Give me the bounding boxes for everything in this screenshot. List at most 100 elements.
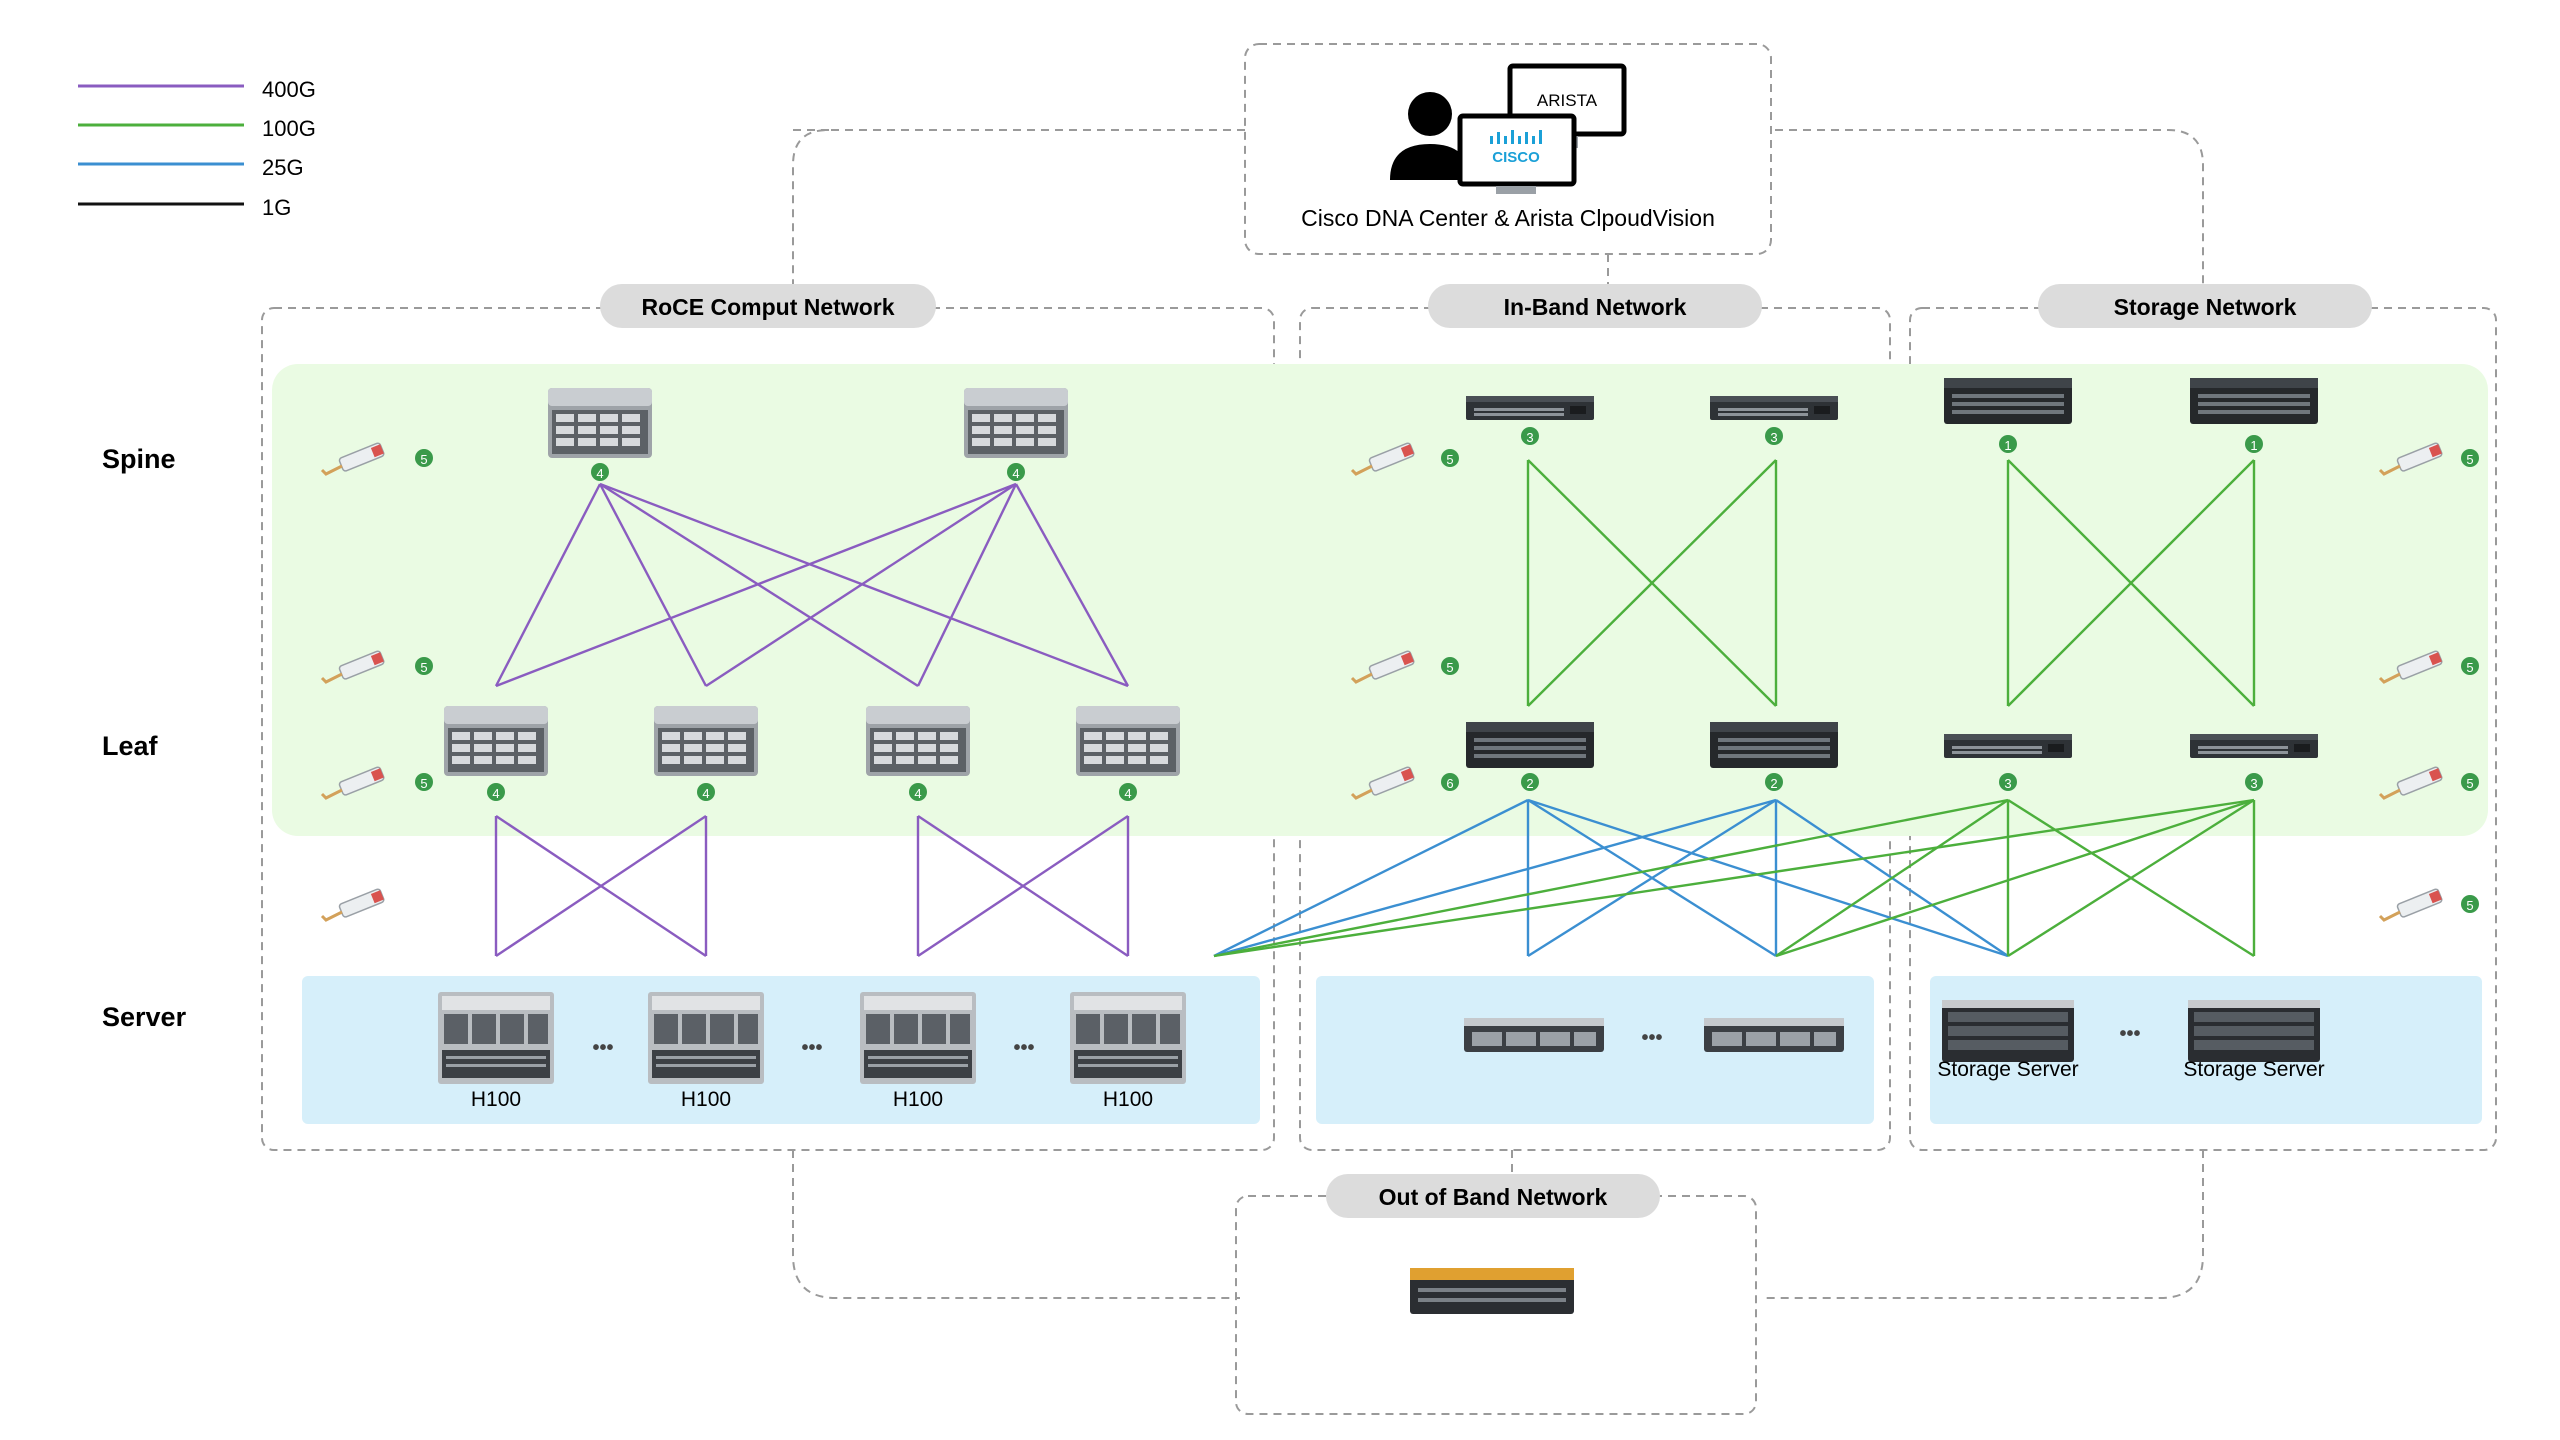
rack-server [1704,1018,1844,1052]
legend: 400G 100G 25G 1G [78,77,316,220]
roce-leaf-switch [866,706,970,776]
legend-label-400g: 400G [262,77,316,102]
inband-pill [1428,284,1762,328]
badge-roce-leaf-2: 4 [697,783,715,801]
management-title: Cisco DNA Center & Arista ClpoudVision [1301,205,1715,231]
svg-text:4: 4 [1124,786,1131,801]
roce-leaf-server-links [494,815,1130,957]
ellipsis: ••• [1013,1037,1034,1059]
badge-storage-spine-1: 1 [1999,435,2017,453]
storage-server-label: Storage Server [2183,1058,2324,1081]
transceiver-modules: 5 5 5 5 5 6 5 5 5 5 [320,440,2479,922]
gpu-server-label: H100 [471,1088,521,1111]
gpu-server [860,992,976,1084]
badge-roce-spine-1: 4 [591,463,609,481]
oob-switch [1410,1268,1574,1314]
badge-storage-spine-2: 1 [2245,435,2263,453]
oob-pill [1326,1174,1660,1218]
inband-spine-leaf-links [1526,459,1778,707]
roce-leaf-switch [444,706,548,776]
badge-storage-leaf-2: 3 [2245,773,2263,791]
roce-network-title: RoCE Comput Network [642,294,895,320]
storage-spine-leaf-links [2006,459,2256,707]
roce-spine-leaf-links [494,482,1130,688]
layer-label-leaf: Leaf [102,731,159,761]
fabric-zone [272,364,2488,836]
gpu-server-label: H100 [893,1088,943,1111]
transceiver-module-icon: 5 [2378,648,2479,684]
svg-text:2: 2 [1770,776,1777,791]
transceiver-module-icon: 5 [2378,764,2479,800]
transceiver-module-icon: 5 [2378,440,2479,476]
gpu-server-label: H100 [1103,1088,1153,1111]
storage-server [1942,1000,2074,1062]
gpu-server [648,992,764,1084]
svg-text:5: 5 [2466,660,2473,675]
ellipsis: ••• [801,1037,822,1059]
svg-text:5: 5 [1446,660,1453,675]
svg-text:4: 4 [702,786,709,801]
svg-text:3: 3 [1526,430,1533,445]
legend-label-100g: 100G [262,116,316,141]
storage-network-title: Storage Network [2114,294,2297,320]
rack-server [1464,1018,1604,1052]
gpu-server-label: H100 [681,1088,731,1111]
badge-inband-spine-2: 3 [1765,427,1783,445]
cisco-monitor-icon: CISCO [1457,113,1577,194]
svg-text:4: 4 [492,786,499,801]
svg-text:1: 1 [2250,438,2257,453]
ellipsis: ••• [2119,1023,2140,1045]
storage-server-label: Storage Server [1937,1058,2078,1081]
svg-text:4: 4 [1012,466,1019,481]
roce-spine-switch [548,388,652,458]
badge-roce-leaf-1: 4 [487,783,505,801]
svg-text:5: 5 [1446,452,1453,467]
svg-text:5: 5 [2466,898,2473,913]
svg-text:4: 4 [596,466,603,481]
gpu-server [438,992,554,1084]
roce-leaf-switch [1076,706,1180,776]
badge-inband-spine-1: 3 [1521,427,1539,445]
storage-servers: Storage Server ••• Storage Server [1937,1000,2325,1081]
transceiver-module-icon: 5 [1350,440,1459,476]
storage-leaf-switch [1944,734,2072,758]
storage-leaf-switch [2190,734,2318,758]
roce-leaf-switch [654,706,758,776]
gpu-servers: H100 ••• H100 ••• H100 ••• H100 [438,992,1186,1111]
inband-leaf-switch [1466,722,1594,768]
svg-text:5: 5 [420,452,427,467]
badge-roce-leaf-3: 4 [909,783,927,801]
svg-text:5: 5 [420,660,427,675]
svg-text:5: 5 [2466,452,2473,467]
svg-text:3: 3 [2004,776,2011,791]
svg-text:5: 5 [2466,776,2473,791]
svg-text:1: 1 [2004,438,2011,453]
links [494,459,2256,958]
inband-spine-switch [1466,396,1594,420]
gpu-server [1070,992,1186,1084]
inband-network-title: In-Band Network [1504,294,1687,320]
badge-inband-leaf-1: 2 [1521,773,1539,791]
badge-roce-leaf-4: 4 [1119,783,1137,801]
legend-label-1g: 1G [262,195,291,220]
oob-network-title: Out of Band Network [1379,1184,1608,1210]
storage-spine-switch [2190,378,2318,424]
badge-roce-spine-2: 4 [1007,463,1025,481]
inband-leaf-switch [1710,722,1838,768]
badge-storage-leaf-1: 3 [1999,773,2017,791]
badge-inband-leaf-2: 2 [1765,773,1783,791]
roce-pill [600,284,936,328]
transceiver-module-icon [320,886,387,922]
network-labels: RoCE Comput Network In-Band Network Stor… [600,284,2372,1218]
layer-label-spine: Spine [102,444,176,474]
svg-text:3: 3 [1770,430,1777,445]
management-box: ARISTA CISCO Cisco DNA Center & Arista C… [1244,43,1772,255]
transceiver-module-icon: 5 [2378,886,2479,922]
ellipsis: ••• [1641,1027,1662,1049]
transceiver-module-icon: 5 [1350,648,1459,684]
transceiver-module-icon: 5 [320,440,433,476]
storage-leaf-server-links [1213,798,2256,958]
inband-servers: ••• [1464,1018,1844,1052]
transceiver-module-icon: 5 [320,764,433,800]
